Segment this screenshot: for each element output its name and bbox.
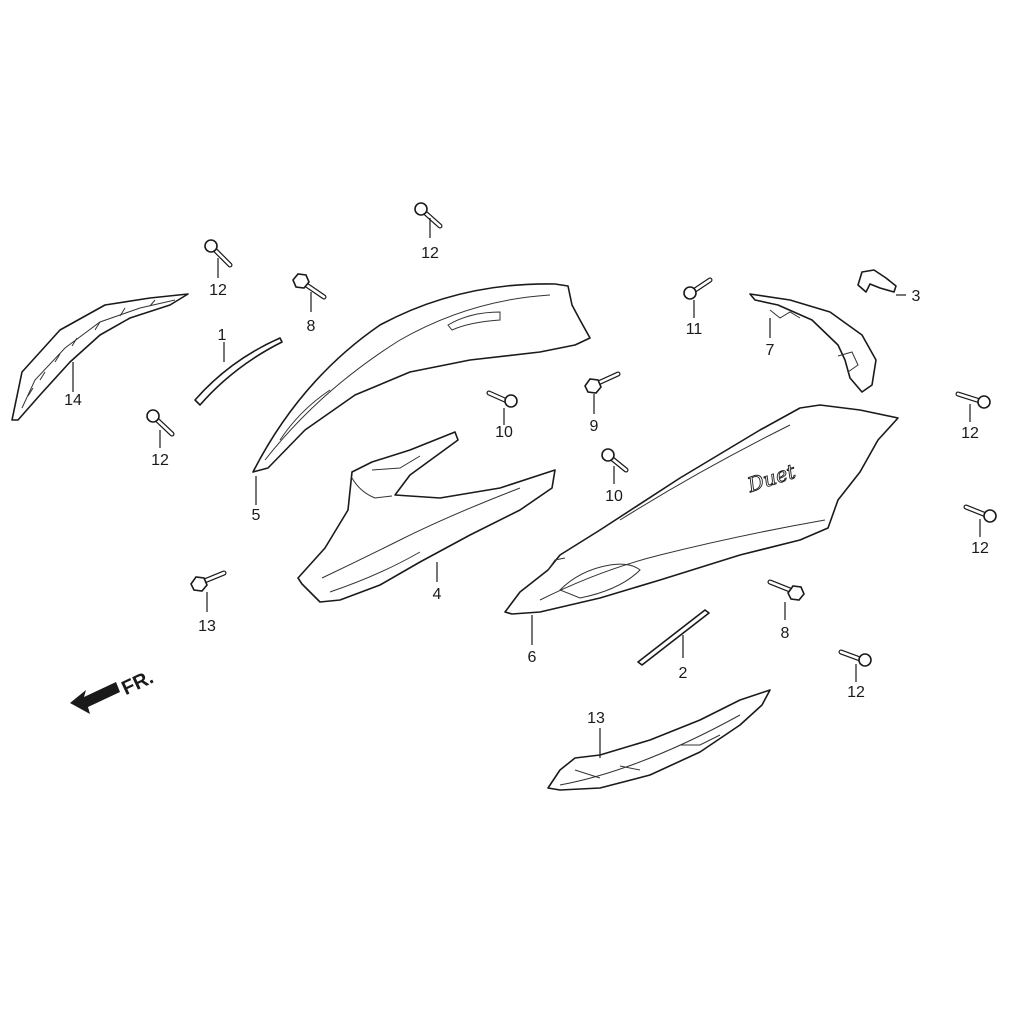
- bolt-11: [683, 277, 713, 300]
- part-3-clip: [857, 269, 897, 293]
- callout-3: 3: [912, 288, 921, 305]
- callout-14: 14: [64, 392, 82, 409]
- part-7-rear-corner: [749, 293, 877, 393]
- callout-6: 6: [528, 649, 537, 666]
- bolt-12e: [963, 504, 997, 523]
- callout-4: 4: [433, 586, 442, 603]
- callout-5: 5: [252, 507, 261, 524]
- bolt-8a: [292, 273, 327, 300]
- part-6-side-cover: Duet: [504, 404, 899, 615]
- bolt-10a: [486, 390, 518, 408]
- bolt-12f: [838, 649, 872, 667]
- callout-7: 7: [766, 342, 775, 359]
- callout-10a: 10: [495, 424, 513, 441]
- callout-13a: 13: [198, 618, 216, 635]
- bolt-13a: [190, 570, 227, 592]
- callout-8a: 8: [307, 318, 316, 335]
- callout-1: 1: [218, 327, 227, 344]
- bolt-12b: [414, 202, 443, 229]
- callout-13b: 13: [587, 710, 605, 727]
- front-direction-arrow: FR.: [70, 666, 157, 714]
- bolt-12c: [146, 409, 175, 437]
- callout-12e: 12: [971, 540, 989, 557]
- bolt-8b: [767, 579, 805, 601]
- arrow-icon: [70, 682, 120, 714]
- callout-12d: 12: [961, 425, 979, 442]
- callout-12a: 12: [209, 282, 227, 299]
- part-5-upper-panel: [252, 283, 591, 473]
- callout-12b: 12: [421, 245, 439, 262]
- part-13-lower-trim: [547, 689, 771, 791]
- callout-9: 9: [590, 418, 599, 435]
- part-14-front-trim: [11, 293, 189, 421]
- callout-12c: 12: [151, 452, 169, 469]
- callout-2: 2: [679, 665, 688, 682]
- bolt-12a: [204, 239, 233, 268]
- callout-8b: 8: [781, 625, 790, 642]
- part-4-center-panel: [297, 431, 556, 603]
- callout-12f: 12: [847, 684, 865, 701]
- part-2-thin-strip: [637, 609, 710, 666]
- callout-11: 11: [686, 321, 703, 338]
- part-1-trim-strip: [194, 337, 283, 406]
- bolt-10b: [601, 448, 629, 473]
- bolt-9: [584, 371, 621, 394]
- fr-label: FR.: [118, 666, 156, 700]
- bolt-12d: [955, 391, 991, 409]
- callout-10b: 10: [605, 488, 623, 505]
